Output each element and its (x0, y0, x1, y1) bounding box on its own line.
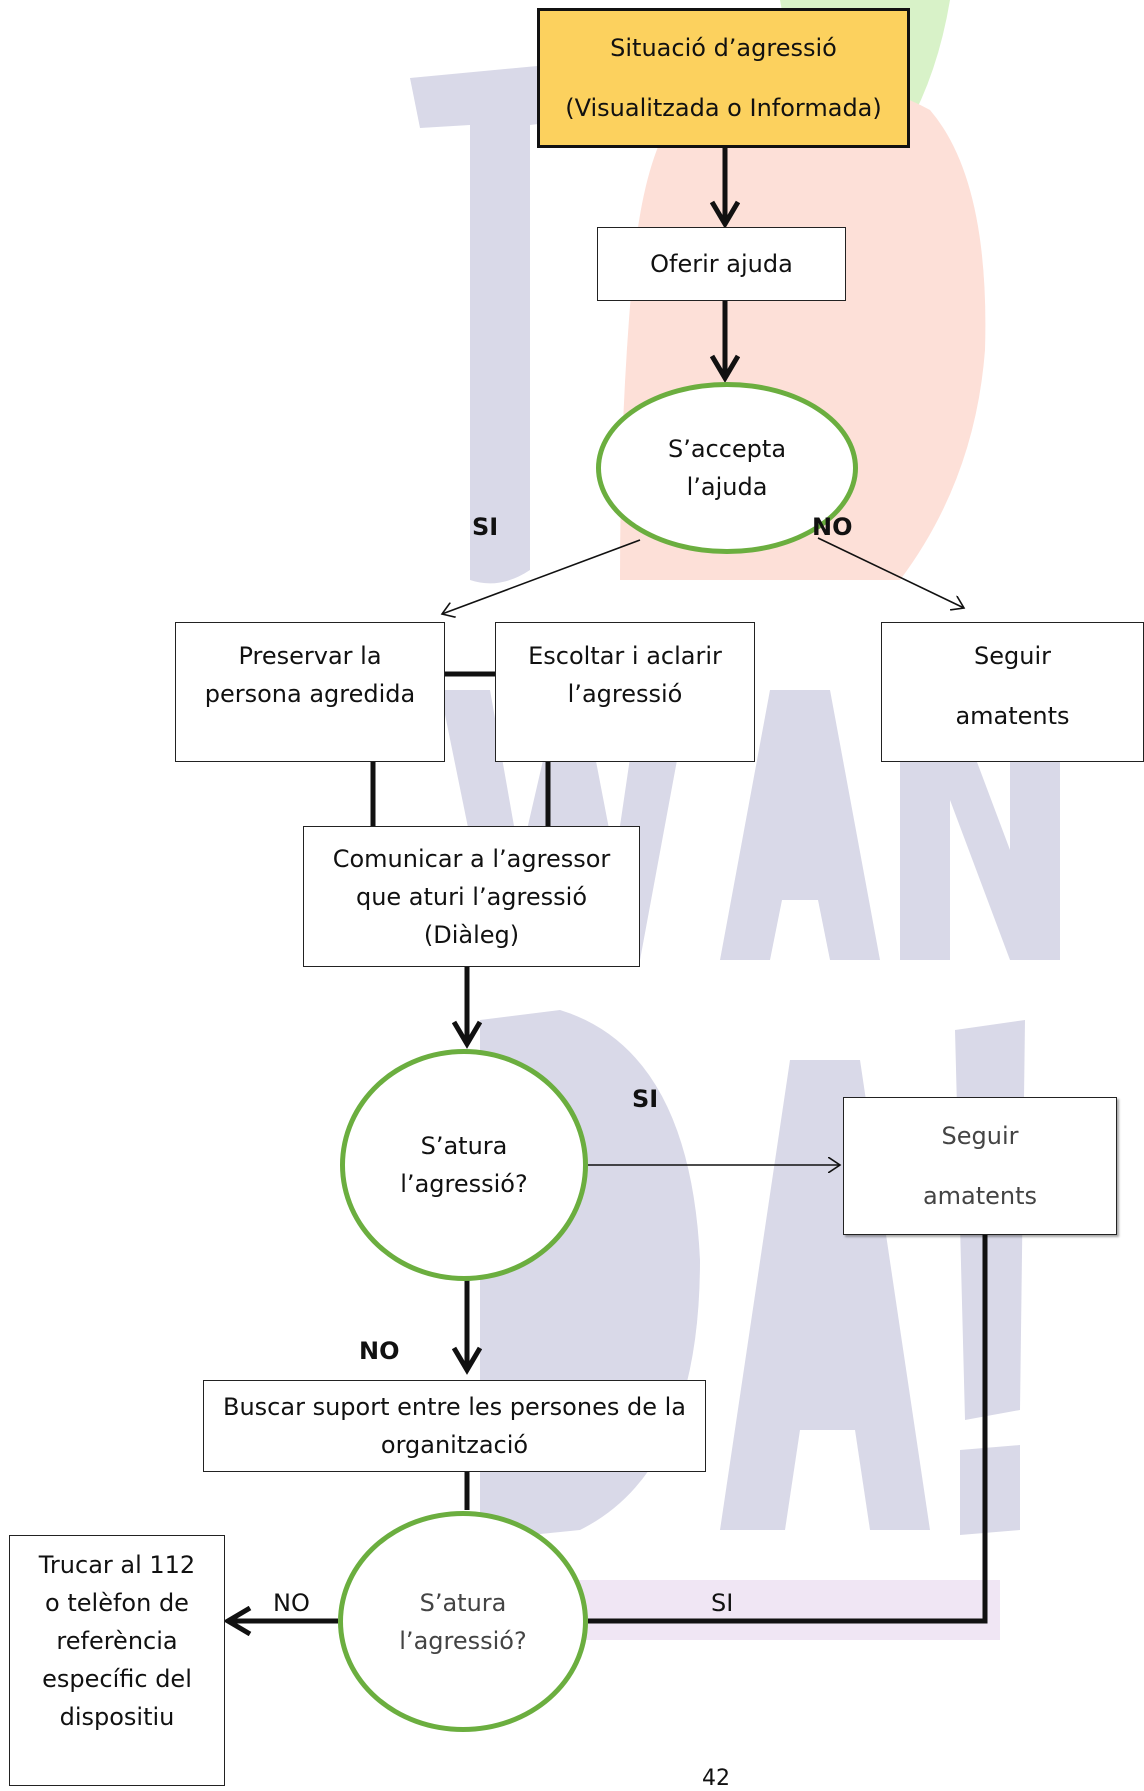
edge-decision-no (817, 537, 964, 608)
call-112-line4: específic del (42, 1665, 192, 1693)
call-112-line5: dispositiu (59, 1703, 175, 1731)
call-112-line3: referència (56, 1627, 178, 1655)
label-yes-3: SI (711, 1589, 734, 1617)
seek-support-line2: organització (380, 1431, 529, 1459)
label-no-1: NO (812, 513, 853, 541)
stops-decision-2: S’atura l’agressió? (338, 1511, 588, 1732)
watermark-letter-a1 (720, 690, 880, 960)
call-112-node: Trucar al 112 o telèfon de referència es… (9, 1535, 225, 1786)
stay-alert-2-line1: Seguir (941, 1122, 1019, 1150)
start-line1: Situació d’agressió (610, 34, 837, 62)
offer-help-label: Oferir ajuda (650, 250, 793, 278)
listen-node: Escoltar i aclarir l’agressió (495, 622, 755, 762)
communicate-line3: (Diàleg) (423, 920, 520, 949)
seek-support-line1: Buscar suport entre les persones de la (223, 1393, 686, 1421)
stops-2-line2: l’agressió? (399, 1626, 527, 1655)
label-yes-1: SI (472, 513, 499, 541)
communicate-line2: que aturi l’agressió (355, 882, 588, 911)
help-accepted-line1: S’accepta (667, 435, 787, 463)
start-node: Situació d’agressió (Visualitzada o Info… (537, 8, 910, 148)
help-accepted-line2: l’ajuda (686, 473, 768, 501)
stay-alert-node-1: Seguir amatents (881, 622, 1144, 762)
label-no-2: NO (359, 1337, 400, 1365)
watermark-letter-i (410, 62, 580, 584)
stops-2-line1: S’atura (419, 1588, 507, 1617)
label-yes-2: SI (632, 1085, 659, 1113)
stops-1-line2: l’agressió? (400, 1170, 528, 1198)
preserve-node: Preservar la persona agredida (175, 622, 445, 762)
stay-alert-1-line1: Seguir (974, 642, 1051, 670)
label-no-3: NO (273, 1589, 310, 1617)
call-112-line1: Trucar al 112 (38, 1551, 196, 1579)
stay-alert-2-line2: amatents (922, 1182, 1038, 1210)
preserve-line2: persona agredida (204, 680, 416, 708)
edge-seguir2-loop (588, 1235, 988, 1624)
call-112-line2: o telèfon de (45, 1589, 189, 1617)
stops-decision-1: S’atura l’agressió? (340, 1049, 588, 1281)
communicate-node: Comunicar a l’agressor que aturi l’agres… (303, 826, 640, 967)
help-accepted-decision: S’accepta l’ajuda (596, 382, 858, 554)
stay-alert-node-2: Seguir amatents (843, 1097, 1117, 1235)
edge-decision-yes (442, 539, 641, 614)
offer-help-node: Oferir ajuda (597, 227, 846, 301)
listen-line2: l’agressió (567, 680, 683, 708)
watermark-strip (560, 1580, 1000, 1640)
seek-support-node: Buscar suport entre les persones de la o… (203, 1380, 706, 1472)
page-number: 42 (702, 1766, 730, 1791)
communicate-line1: Comunicar a l’agressor (332, 844, 611, 873)
listen-line1: Escoltar i aclarir (528, 642, 722, 670)
stay-alert-1-line2: amatents (955, 702, 1070, 730)
preserve-line1: Preservar la (238, 642, 382, 670)
start-line2: (Visualitzada o Informada) (565, 94, 882, 122)
stops-1-line1: S’atura (420, 1132, 508, 1160)
